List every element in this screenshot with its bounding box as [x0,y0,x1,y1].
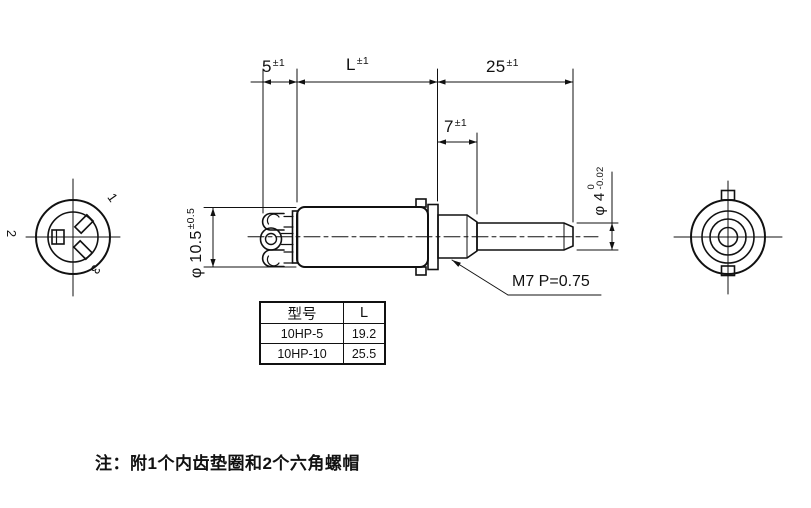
spec-table-row-1: 10HP-5 19.2 [261,323,384,343]
model-cell: 10HP-5 [261,324,344,343]
note-text: 注：附1个内齿垫圈和2个六角螺帽 [95,454,360,473]
body-tab-bottom [415,266,427,276]
length-cell: 19.2 [351,326,377,341]
dimension-lines [203,68,619,296]
right-view-key-tab-bottom [720,265,736,277]
model-cell: 10HP-10 [261,344,344,363]
lug-legs [280,215,294,264]
bottom-lug-hole [266,255,280,267]
spec-table-header-model: 型号 [261,303,344,323]
spec-table: 型号 L 10HP-5 19.2 10HP-10 25.5 [259,301,386,365]
pin2-slot [51,229,65,245]
dim-25-label: 25±1 [486,57,519,76]
body-tab-top [415,198,427,208]
dim-dia10-5-label: φ 10.5±0.5 [185,207,205,279]
side-view [247,198,599,276]
pin1-slot [73,213,95,235]
pin3-slot [72,239,94,261]
right-end-view [673,180,783,295]
pin2-label: 2 [4,229,20,238]
thread-spec-label: M7 P=0.75 [512,273,590,290]
dim-7-label: 7±1 [444,117,467,136]
length-cell: 25.5 [351,346,377,361]
dim-L-label: L±1 [346,55,369,74]
arrowheads [210,79,615,267]
right-view-key-tab-top [720,189,736,201]
dim-5-label: 5±1 [262,57,285,76]
spec-table-row-2: 10HP-10 25.5 [261,343,384,363]
middle-lug-hole [264,232,278,246]
top-lug [261,212,285,231]
bottom-lug [261,249,285,268]
top-lug-hole [266,213,280,225]
spec-table-header-L: L [359,305,369,321]
middle-lug [259,227,283,251]
left-end-view [25,178,121,297]
spec-table-header-row: 型号 L [261,303,384,323]
